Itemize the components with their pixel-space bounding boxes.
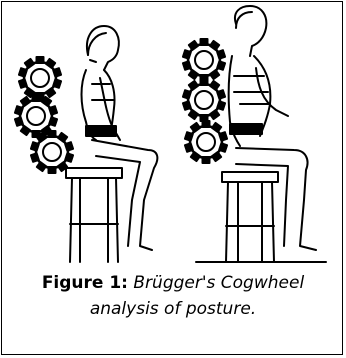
cog-icon — [31, 131, 73, 173]
figure-label: Figure 1: — [42, 273, 128, 293]
upright-figure — [183, 6, 326, 262]
caption-text-line2: analysis of posture. — [90, 299, 256, 319]
cog-icon — [185, 121, 227, 163]
slumped-figure — [15, 26, 157, 262]
cog-icon — [183, 39, 225, 81]
cogwheel-posture-illustration — [0, 0, 346, 265]
cog-icon — [183, 79, 225, 121]
figure-caption: Figure 1: Brügger's Cogwheel analysis of… — [0, 270, 346, 322]
cog-icon — [19, 57, 61, 99]
caption-text-line1: Brügger's Cogwheel — [133, 273, 304, 293]
